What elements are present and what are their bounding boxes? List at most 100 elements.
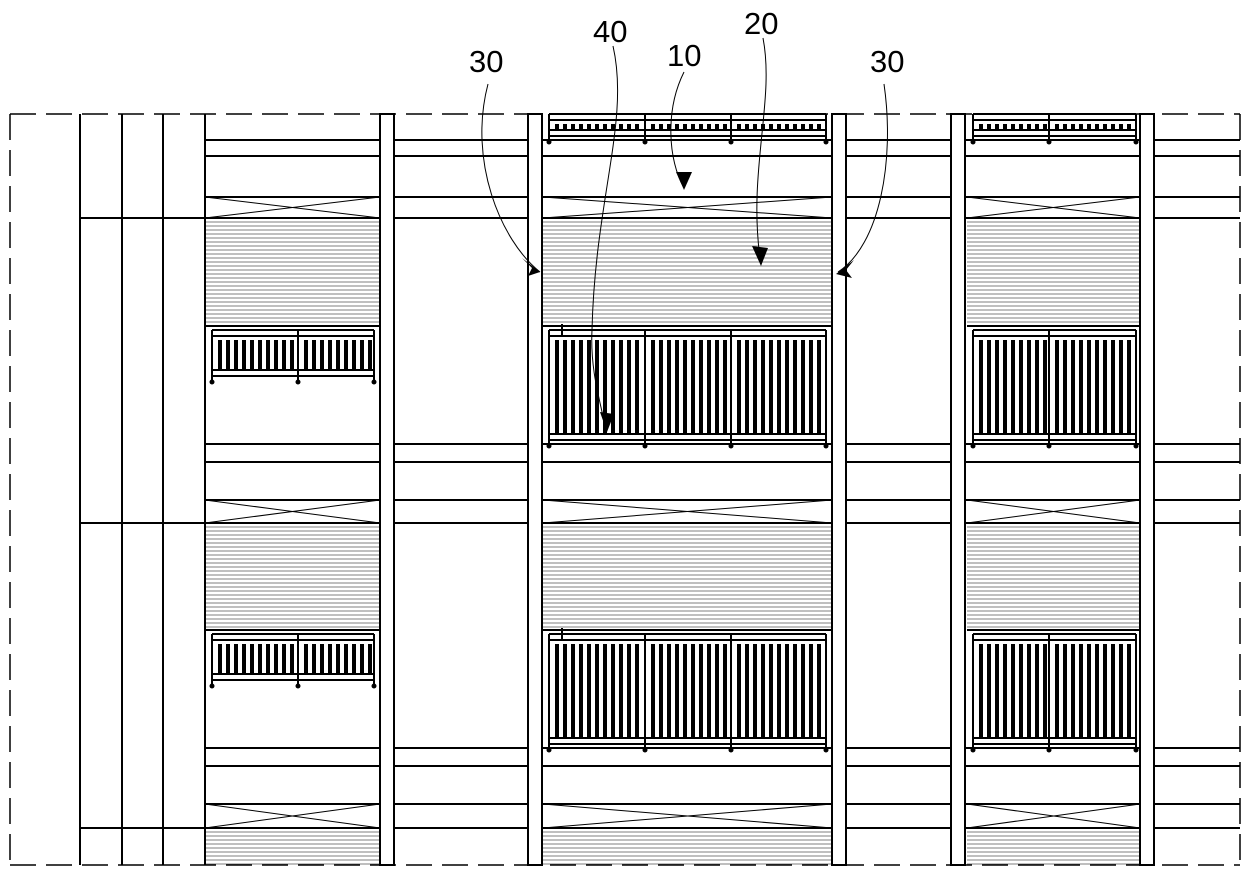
label-column-right: 30 [870, 44, 904, 79]
railing-baluster [603, 340, 607, 434]
railing [970, 329, 1139, 449]
railing-baluster [234, 644, 238, 674]
railing-post-foot [642, 139, 648, 145]
railing-baluster [979, 644, 983, 738]
railing-baluster [723, 644, 727, 738]
railing-baluster [635, 644, 639, 738]
railing-baluster [1087, 340, 1091, 434]
railing-baluster [659, 340, 663, 434]
railing-baluster [659, 124, 663, 130]
railing-baluster [328, 340, 332, 370]
railing-baluster [360, 340, 364, 370]
shade-panel [205, 827, 380, 865]
railing-baluster [336, 340, 340, 370]
railing-baluster [627, 340, 631, 434]
railing-baluster [595, 124, 599, 130]
railing-baluster [1043, 644, 1047, 738]
railing-baluster [737, 124, 741, 130]
railing-baluster [242, 340, 246, 370]
shade-panel [543, 217, 832, 327]
railing-baluster [801, 644, 805, 738]
railing-post-foot [209, 379, 215, 385]
railing-baluster [250, 644, 254, 674]
railing-post-foot [970, 139, 976, 145]
railing-baluster [1127, 644, 1131, 738]
railing-post-foot [1133, 443, 1139, 449]
railing-baluster [675, 124, 679, 130]
railing-baluster [611, 340, 615, 434]
railing-baluster [587, 124, 591, 130]
railing-baluster [1095, 340, 1099, 434]
railing-baluster [1119, 124, 1123, 130]
railing-baluster [1079, 340, 1083, 434]
railing-baluster [1127, 340, 1131, 434]
railing-baluster [1027, 644, 1031, 738]
railing-baluster [258, 644, 262, 674]
railing-baluster [651, 644, 655, 738]
railing-baluster [563, 644, 567, 738]
railing-post-foot [728, 747, 734, 753]
railing-post-foot [1133, 747, 1139, 753]
railing-baluster [817, 124, 821, 130]
railing-baluster [995, 644, 999, 738]
railing [546, 329, 829, 449]
railing-baluster [234, 340, 238, 370]
railing-baluster [1043, 340, 1047, 434]
brace-diagonal [966, 196, 1141, 219]
railing-post-foot [371, 379, 377, 385]
brace-diagonal [204, 196, 381, 219]
railing-baluster [1079, 124, 1083, 130]
shade-panel [543, 522, 832, 631]
railing-baluster [1055, 340, 1059, 434]
railing-baluster [226, 340, 230, 370]
railing-baluster [258, 340, 262, 370]
railing-baluster [1087, 644, 1091, 738]
railing-baluster [1019, 340, 1023, 434]
railing-baluster [555, 644, 559, 738]
railing-baluster [603, 644, 607, 738]
railing-baluster [777, 644, 781, 738]
railing-baluster [242, 644, 246, 674]
railing-baluster [1035, 644, 1039, 738]
railing-baluster [627, 124, 631, 130]
railing-post-foot [1046, 443, 1052, 449]
railing-baluster [368, 644, 372, 674]
railing-post-foot [295, 683, 301, 689]
railing-post-foot [823, 747, 829, 753]
railing-baluster [320, 340, 324, 370]
railing-post-foot [546, 139, 552, 145]
railing-baluster [1063, 340, 1067, 434]
railing-baluster [809, 340, 813, 434]
shade-panel [967, 827, 1140, 865]
railing-baluster [707, 340, 711, 434]
railing-baluster [218, 644, 222, 674]
railing-baluster [817, 340, 821, 434]
railing-baluster [290, 644, 294, 674]
label-column-left: 30 [469, 44, 503, 79]
railing-baluster [1011, 124, 1015, 130]
railing-baluster [699, 644, 703, 738]
railing-baluster [1027, 340, 1031, 434]
railing-baluster [344, 340, 348, 370]
railing-post-foot [295, 379, 301, 385]
railing-baluster [282, 340, 286, 370]
railing-baluster [611, 124, 615, 130]
railing-baluster [1127, 124, 1131, 130]
railing-post-foot [546, 443, 552, 449]
railing [970, 113, 1139, 145]
railing-baluster [769, 124, 773, 130]
railing-baluster [785, 644, 789, 738]
railing-baluster [579, 644, 583, 738]
railing-baluster [691, 340, 695, 434]
railing-baluster [761, 644, 765, 738]
railing-baluster [987, 124, 991, 130]
railing-baluster [651, 124, 655, 130]
railing-baluster [218, 340, 222, 370]
railing-post-foot [642, 747, 648, 753]
railing-baluster [266, 340, 270, 370]
railing-baluster [753, 644, 757, 738]
railing-baluster [587, 644, 591, 738]
brace-diagonal [542, 499, 833, 524]
column [1139, 113, 1155, 866]
railing-baluster [667, 644, 671, 738]
